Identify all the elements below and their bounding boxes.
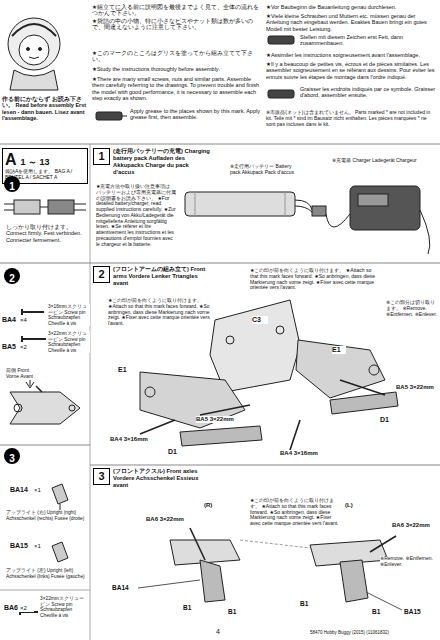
caption-text: BA6 3×22mm: [146, 516, 188, 523]
caption-text: ※市販品(ネット)は含まれていません。 Parts marked * are n…: [266, 110, 436, 127]
caption-text: ※走行用バッテリー Battery pack Akkupack Pack d'a…: [230, 164, 300, 176]
caption-text: 3×22mmスクリューピン Screw pin Schraubzapfen Ch…: [40, 596, 88, 618]
caption-text: ★Il y a beaucoup de petites vis, écrous …: [266, 61, 436, 80]
caption-text: 4: [216, 628, 226, 636]
caption-text: ×2: [20, 605, 34, 612]
caption-text: ×2: [20, 344, 34, 351]
caption-text: 58470 Hobby Buggy (2015) (11061832): [310, 630, 436, 635]
step-circle: 3: [4, 448, 20, 464]
caption-text: Apply grease to the places shown by this…: [130, 108, 260, 121]
caption-text: BA15: [404, 608, 432, 615]
step-circle: 1: [4, 176, 20, 192]
caption-text: B1: [228, 608, 240, 615]
caption-text: BA6 3×22mm: [392, 522, 436, 529]
caption-text: ※充電器 Charger Ladegerät Chargeur: [332, 158, 422, 164]
caption-text: E1: [118, 366, 132, 374]
caption-text: ×1: [34, 487, 48, 494]
caption-text: ★組立てに入る前に説明図を最後までよく見て、全体の流れをつかんで下さい。: [92, 4, 260, 17]
caption-text: BA5 3×22mm: [196, 416, 238, 423]
caption-text: (L): [345, 502, 363, 509]
caption-text: BA4 3×16mm: [280, 450, 322, 457]
caption-text: BA4 3×16mm: [110, 436, 152, 443]
caption-text: D1: [380, 416, 394, 424]
caption-text: E1: [332, 346, 346, 354]
caption-text: 3×22mmスクリューピン Screw pin Schraubzapfen Ch…: [48, 331, 90, 353]
caption-text: BA15: [10, 542, 32, 550]
caption-text: ★Viele kleine Schrauben und Muttern etc.…: [266, 13, 436, 32]
caption-text: ★この印が前を向くように取り付けます。 ★Attach so that this…: [250, 498, 340, 527]
caption-text: B1: [372, 608, 384, 615]
caption-text: BA14: [112, 584, 136, 591]
caption-text: B1: [300, 600, 312, 607]
caption-text: C3: [252, 316, 268, 324]
caption-text: D1: [168, 448, 182, 456]
caption-text: ※Remove. ※Entfernen. ※Enlever.: [380, 556, 436, 568]
caption-text: ★Vor Baubeginn die Bauanleitung genau du…: [266, 4, 436, 10]
step-number: 3: [9, 453, 15, 464]
caption-text: 3×16mmスクリューピン Screw pin Schraubzapfen Ch…: [48, 304, 90, 326]
caption-text: ★袋詰の中の小物、特に小さなビスやナット類は数が多いので、間違えないように注意し…: [92, 18, 260, 31]
step-header: 2(フロントアームの組み立て) Front arms Vordere Lenke…: [93, 266, 211, 287]
step-range: 1 ～ 13: [21, 157, 50, 167]
step-number: 1: [9, 181, 15, 192]
caption-text: ※この部分は切り取ります。 ※Remove. ※Entfernen. ※Enle…: [386, 300, 438, 317]
caption-text: ×4: [20, 317, 34, 324]
caption-text: ★充電方法や取り扱い注意事項は、バッテリーおよび専用充電器に付属の説明書をお読み…: [96, 184, 176, 247]
caption-text: BA5 3×22mm: [396, 384, 438, 391]
step-circle: 2: [4, 268, 20, 284]
step-header: 1(走行用バッテリーの充電) Charging battery pack Auf…: [93, 148, 211, 176]
caption-text: ★この印が前を向くように取り付けます。 ★Attach so that this…: [108, 298, 212, 327]
step-number: 2: [9, 273, 15, 284]
caption-text: アップライト (左) Upright (left) Achsschenkel (…: [6, 568, 86, 579]
step-number: 1: [93, 148, 110, 165]
step-title: (走行用バッテリーの充電) Charging battery pack Aufl…: [113, 148, 211, 176]
caption-text: Stellen mit diesem Zeichen erst Fett, da…: [300, 34, 436, 47]
caption-text: BA4: [2, 316, 20, 324]
caption-text: BA5: [2, 343, 20, 351]
caption-text: アップライト (右) Upright (right) Achsschenkel …: [6, 510, 86, 521]
caption-text: ×1: [34, 543, 48, 550]
caption-text: ★Study the instructions thoroughly befor…: [92, 66, 260, 72]
step-header: 3(フロントアクスル) Front axles Vordere Achssche…: [93, 468, 211, 489]
bag-letter: A: [5, 151, 17, 168]
caption-text: Graisser les endroits indiqués par ce sy…: [300, 86, 436, 99]
caption-text: しっかり取り付けます。 Connect firmly. Fest verbind…: [6, 224, 88, 243]
caption-text: 作る前にかならず お読み下さい。 Read before assembly Er…: [2, 96, 88, 121]
caption-text: 前側 Front Vorne Avant: [6, 368, 42, 380]
caption-text: ★この印が前を向くように取り付けます。 ★Attach so that this…: [250, 268, 380, 291]
caption-text: ★このマークのところはグリスを塗ってから組み立てて下さい。: [92, 50, 260, 63]
caption-text: (R): [204, 502, 222, 509]
step-number: 3: [93, 468, 110, 485]
caption-text: B1: [183, 604, 195, 611]
caption-text: BA6: [4, 604, 20, 612]
caption-text: BA14: [10, 486, 32, 494]
caption-text: ★There are many small screws, nuts and s…: [92, 76, 260, 101]
caption-text: ★Assimiler les instructions soigneusemen…: [266, 52, 436, 58]
step-title: (フロントアクスル) Front axles Vordere Achsschen…: [113, 468, 211, 489]
step-title: (フロントアームの組み立て) Front arms Vordere Lenker…: [113, 266, 211, 287]
step-number: 2: [93, 266, 110, 283]
